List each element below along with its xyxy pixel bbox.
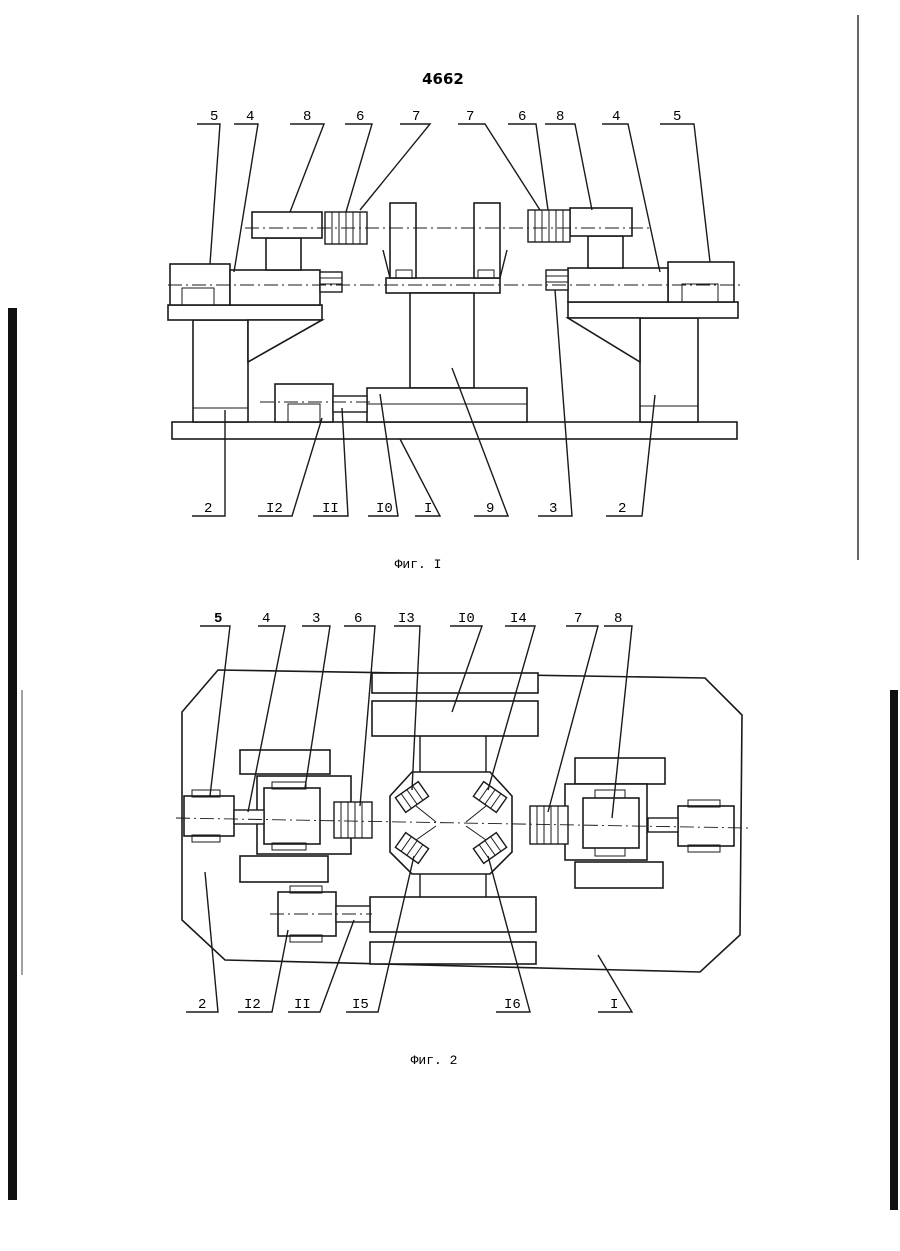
left-guide-lower <box>240 856 328 882</box>
upper-guide-rail <box>372 673 538 693</box>
left-spindle-motor <box>252 212 322 238</box>
right-guide-lower <box>575 862 663 888</box>
fig2-label-7: I4 <box>510 611 527 627</box>
fig2-label-13: I5 <box>352 997 369 1013</box>
figure-1-caption: Фиг. I <box>395 557 442 572</box>
fixture-column <box>410 293 474 388</box>
lower-slide <box>370 897 536 932</box>
fig1-label-1: 5 <box>210 109 218 125</box>
fig2-label-15: I <box>610 997 618 1013</box>
left-guide-upper <box>240 750 330 774</box>
fig1-label-3: 8 <box>303 109 311 125</box>
fig1-label-4: 6 <box>356 109 364 125</box>
fig2-label-9: 8 <box>614 611 622 627</box>
fig2-label-3: 3 <box>312 611 320 627</box>
fig1-label-7: 6 <box>518 109 526 125</box>
right-platform <box>568 302 738 318</box>
fig1-label-5: 7 <box>412 109 420 125</box>
right-motor <box>668 262 734 302</box>
fig1-label-14: I0 <box>376 501 393 517</box>
fixture-top-plate <box>386 278 500 293</box>
fig1-label-2: 4 <box>246 109 254 125</box>
fig1-label-8: 8 <box>556 109 564 125</box>
slide-carriage <box>367 388 527 422</box>
right-small-gear <box>546 270 568 290</box>
left-column <box>193 320 248 422</box>
left-motor <box>170 264 230 305</box>
fig2-label-11: I2 <box>244 997 261 1013</box>
right-shaft <box>648 818 678 832</box>
fig1-label-13: II <box>322 501 339 517</box>
fig2-label-5: I3 <box>398 611 415 627</box>
fig1-label-10: 5 <box>673 109 681 125</box>
fig1-label-18: 2 <box>618 501 626 517</box>
fig1-label-17: 3 <box>549 501 557 517</box>
fig2-label-4: 6 <box>354 611 362 627</box>
right-guide-upper <box>575 758 665 784</box>
fig2-label-1: 5 <box>214 611 222 627</box>
right-clamp-jaw <box>474 203 500 278</box>
figure-2-top-view <box>176 670 748 972</box>
upper-slide <box>372 701 538 736</box>
fig1-label-9: 4 <box>612 109 620 125</box>
figure-2-caption: Фиг. 2 <box>411 1053 458 1068</box>
right-bracket <box>568 318 640 362</box>
left-spindle-housing <box>230 270 320 305</box>
left-small-gear <box>320 272 342 292</box>
right-scan-edge-bar <box>890 690 898 1210</box>
right-spindle-motor <box>570 208 632 236</box>
fig2-label-6: I0 <box>458 611 475 627</box>
left-cutter-top <box>334 802 372 838</box>
fig2-label-14: I6 <box>504 997 521 1013</box>
fig1-label-16: 9 <box>486 501 494 517</box>
right-motor-top <box>678 806 734 846</box>
fig1-label-12: I2 <box>266 501 283 517</box>
fig2-label-2: 4 <box>262 611 270 627</box>
fig2-label-8: 7 <box>574 611 582 627</box>
fig1-label-15: I <box>424 501 432 517</box>
left-spindle-head <box>264 788 320 844</box>
left-bracket <box>248 320 322 362</box>
fig1-label-11: 2 <box>204 501 212 517</box>
left-platform <box>168 305 322 320</box>
left-motor-neck <box>266 238 301 270</box>
lower-guide-rail <box>370 942 536 964</box>
feed-motor <box>275 384 333 422</box>
right-spindle-head <box>583 798 639 848</box>
left-clamp-jaw <box>390 203 416 278</box>
fig1-label-6: 7 <box>466 109 474 125</box>
page-number: 4662 <box>422 70 464 88</box>
left-shaft <box>234 810 264 824</box>
left-scan-edge-bar <box>8 308 17 1200</box>
right-motor-neck <box>588 236 623 268</box>
fig2-label-12: II <box>294 997 311 1013</box>
feed-screw <box>333 396 367 412</box>
left-motor-top <box>184 796 234 836</box>
fig2-label-10: 2 <box>198 997 206 1013</box>
